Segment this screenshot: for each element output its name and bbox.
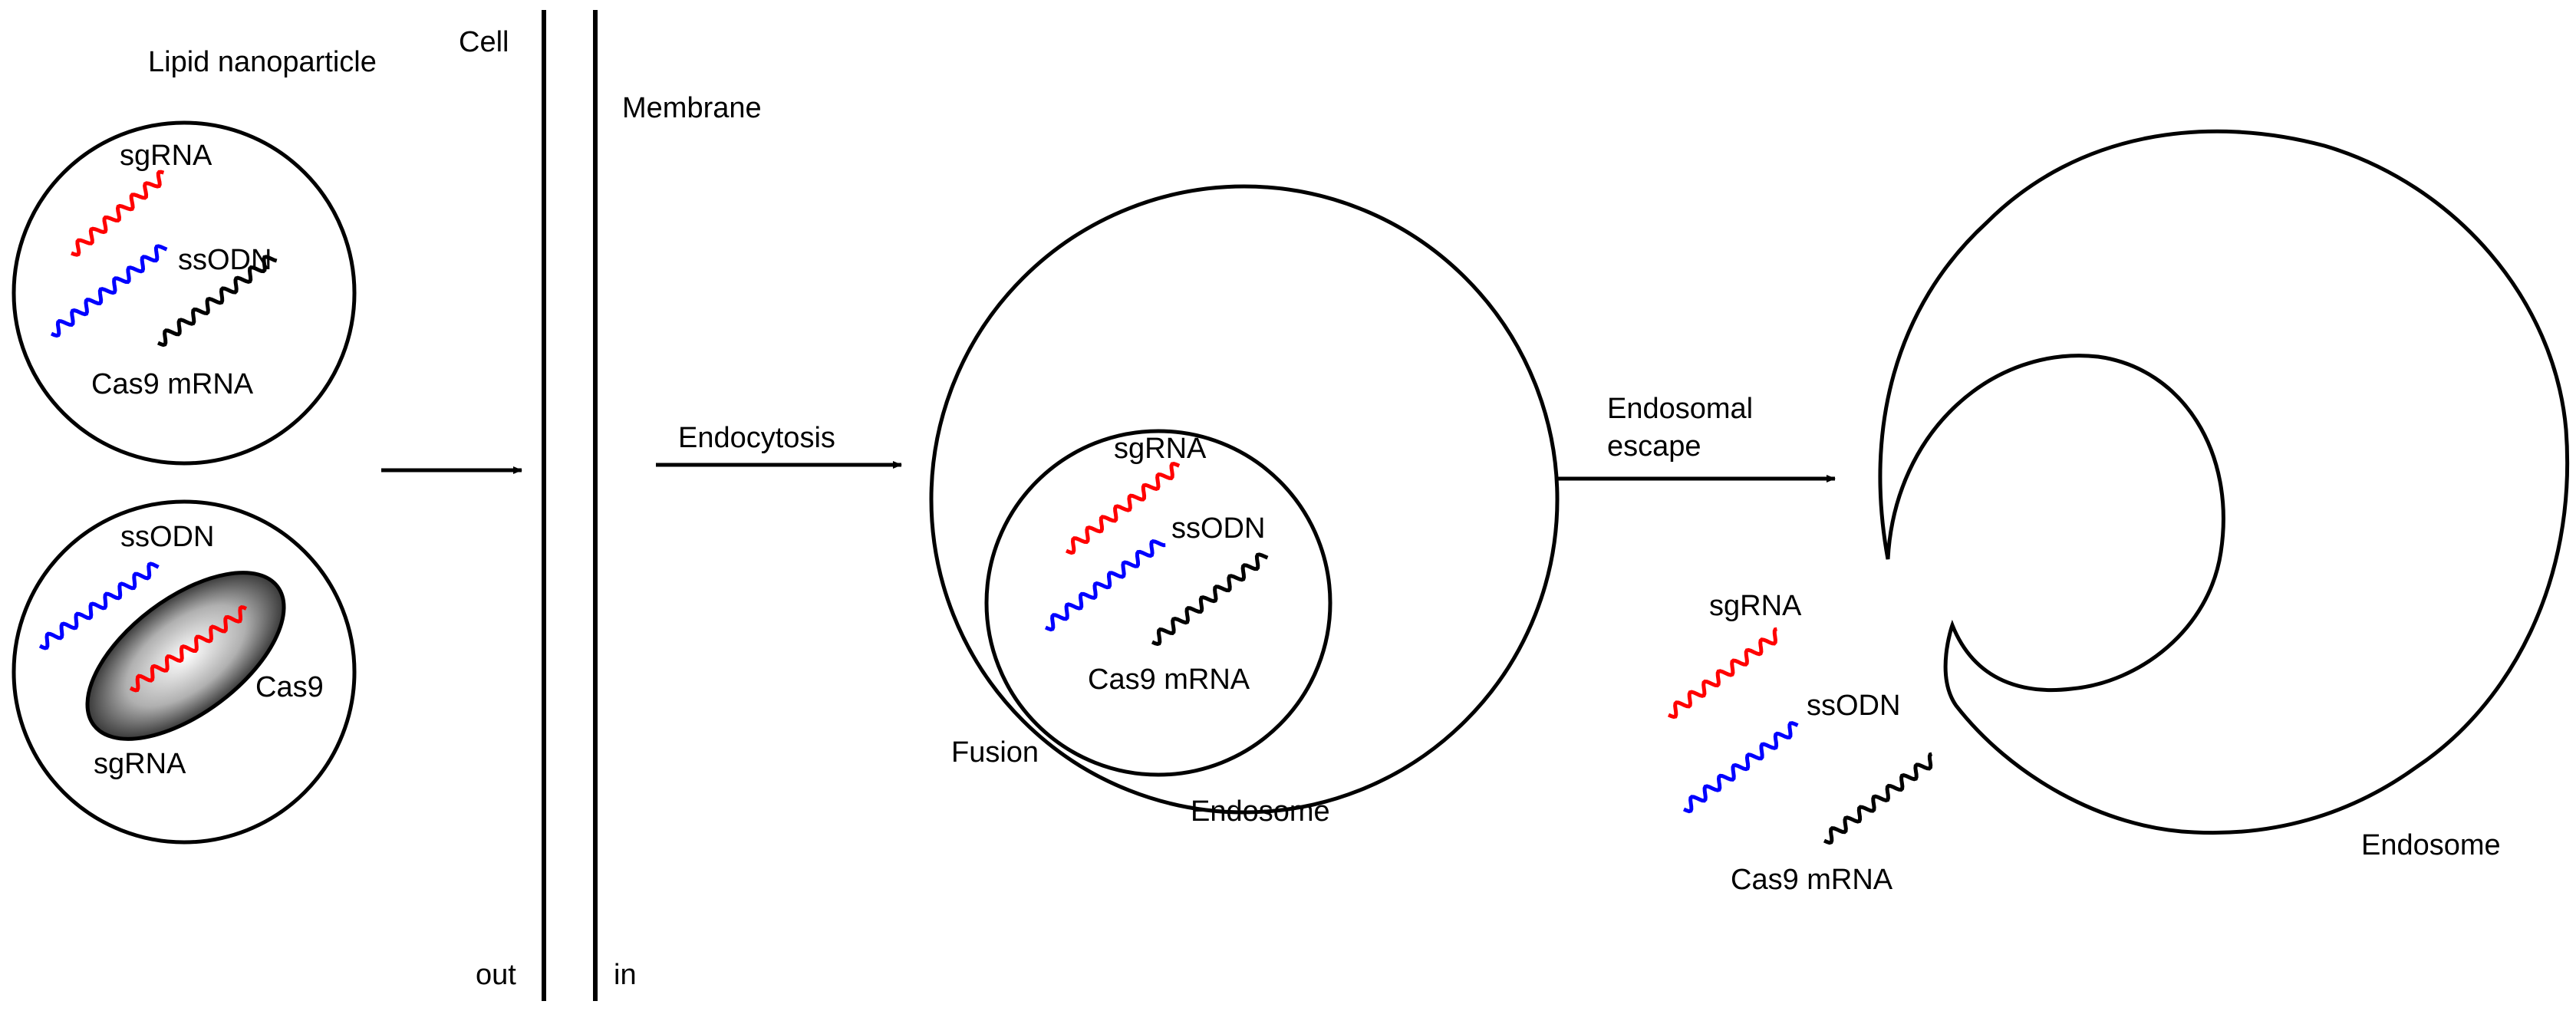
vesicle-cas9-mrna-strand <box>1151 552 1269 647</box>
endosomal-escape-label-line1: Endosomal <box>1607 393 1753 425</box>
cas9-protein-shape <box>85 571 286 741</box>
lnp-1-circle <box>12 120 357 466</box>
fusion-label: Fusion <box>951 736 1039 769</box>
vesicle-ssodn-strand <box>1044 538 1166 632</box>
released-cas9-mrna-strand <box>1823 752 1933 845</box>
released-sgrna-strand <box>1667 627 1777 720</box>
vesicle-sgrna-label: sgRNA <box>1114 433 1207 465</box>
lnp-2-circle <box>12 499 357 845</box>
lipid-nanoparticle-label: Lipid nanoparticle <box>148 46 377 78</box>
cell-label: Cell <box>459 26 509 58</box>
lnp-2-cas9-label: Cas9 <box>255 671 324 703</box>
in-label: in <box>614 959 637 991</box>
lnp-1-ssodn-label: ssODN <box>178 244 272 276</box>
lnp-2-sgrna-label: sgRNA <box>94 748 186 780</box>
lnp-1-cas9-mrna-label: Cas9 mRNA <box>91 368 254 400</box>
lnp-1-sgrna-strand <box>71 170 165 257</box>
vesicle-ssodn-label: ssODN <box>1171 512 1265 545</box>
membrane-label: Membrane <box>622 92 762 124</box>
vesicle-sgrna-strand <box>1065 462 1181 555</box>
endosomal-escape-label-line2: escape <box>1607 430 1701 463</box>
lnp-1-ssodn-strand <box>50 244 168 338</box>
endocytosis-label: Endocytosis <box>678 422 835 454</box>
endosome-2-label: Endosome <box>2361 829 2501 861</box>
lnp-2-ssodn-strand <box>38 561 160 650</box>
endosome-1-label: Endosome <box>1191 795 1330 828</box>
lnp-2-ssodn-label: ssODN <box>120 521 214 553</box>
released-cas9-mrna-label: Cas9 mRNA <box>1731 864 1893 896</box>
lnp-1-sgrna-label: sgRNA <box>120 140 212 172</box>
fused-vesicle-circle <box>984 429 1332 777</box>
released-ssodn-label: ssODN <box>1807 690 1900 722</box>
endosome-1-circle <box>929 184 1560 815</box>
released-sgrna-label: sgRNA <box>1709 590 1802 622</box>
ruptured-endosome-outline <box>1878 129 2570 835</box>
released-ssodn-strand <box>1682 721 1799 814</box>
out-label: out <box>476 959 516 991</box>
vesicle-cas9-mrna-label: Cas9 mRNA <box>1088 664 1250 696</box>
lnp-2-sgrna-strand <box>129 605 248 693</box>
lnp-1-cas9-mrna-strand <box>156 255 278 347</box>
